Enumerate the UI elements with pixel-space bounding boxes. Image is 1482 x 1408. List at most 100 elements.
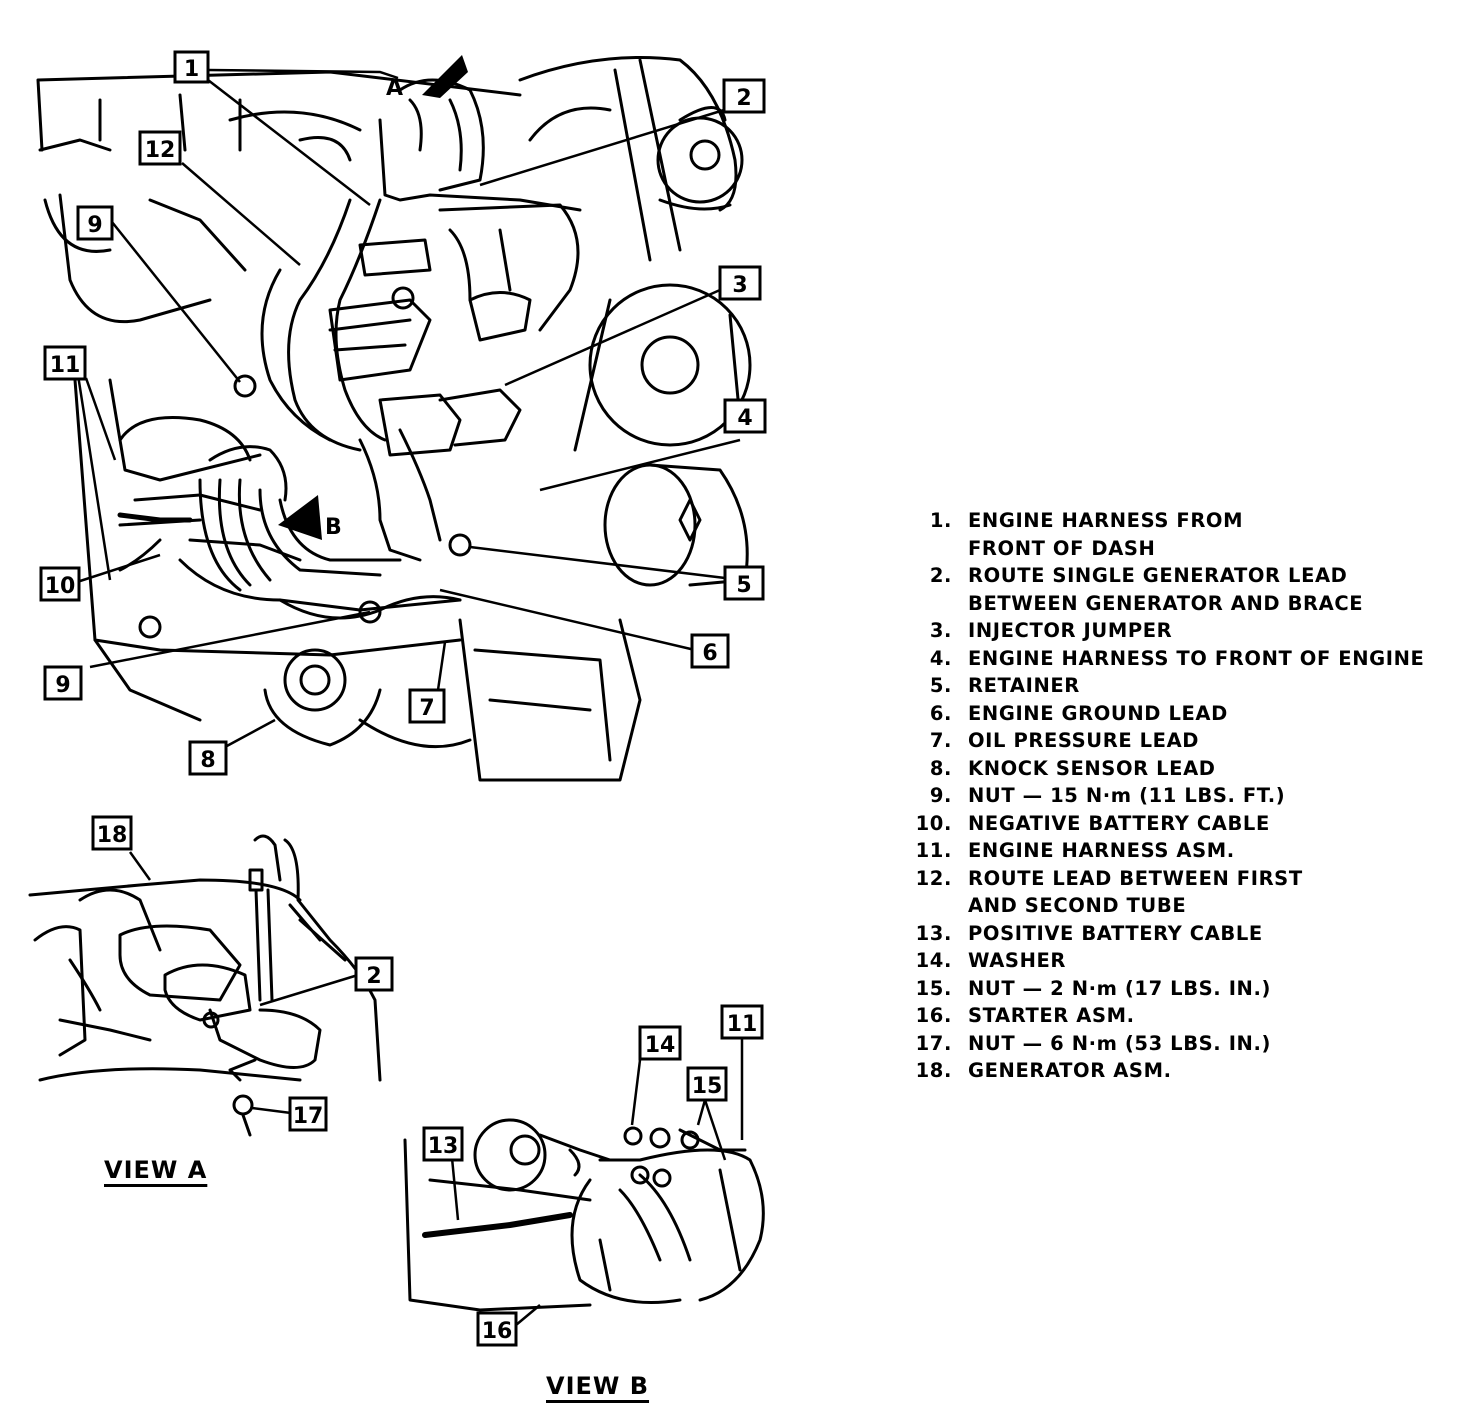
legend-description: WASHER [968, 949, 1067, 972]
legend-number: 3. [929, 619, 952, 642]
callout-label: 16 [482, 1319, 513, 1344]
callout-label: 12 [145, 138, 176, 163]
callout-label: 8 [200, 748, 215, 773]
callout-box-5: 5 [723, 565, 765, 601]
legend-number [900, 535, 968, 563]
legend-row: 4. ENGINE HARNESS TO FRONT OF ENGINE [900, 645, 1482, 673]
legend-row: 10. NEGATIVE BATTERY CABLE [900, 810, 1482, 838]
legend-description: RETAINER [968, 674, 1080, 697]
callout-box-11-view-b: 11 [720, 1004, 764, 1040]
callout-box-15: 15 [686, 1066, 728, 1102]
callout-box-10: 10 [39, 566, 81, 602]
main-callouts: 1 2 3 4 5 6 7 8 9 9 10 11 12 [39, 50, 767, 776]
legend-description: INJECTOR JUMPER [968, 619, 1173, 642]
legend-description: NEGATIVE BATTERY CABLE [968, 811, 1270, 835]
view-arrow-b: B [278, 495, 342, 540]
legend-description: BETWEEN GENERATOR AND BRACE [968, 591, 1364, 615]
callout-box-2: 2 [722, 78, 766, 114]
legend-row: 17. NUT — 6 N·m (53 LBS. IN.) [900, 1030, 1482, 1058]
legend-description: OIL PRESSURE LEAD [968, 729, 1200, 752]
callout-box-17: 17 [288, 1096, 328, 1132]
legend-description: ENGINE GROUND LEAD [968, 701, 1228, 725]
legend-description: ENGINE HARNESS FROM [968, 509, 1244, 532]
legend-row: 1.ENGINE HARNESS FROM [900, 507, 1482, 535]
legend-number: 18. [915, 1059, 952, 1082]
callout-label: 9 [87, 213, 102, 238]
callout-box-6: 6 [690, 633, 730, 669]
callout-box-4: 4 [723, 398, 767, 434]
callout-label: 15 [692, 1074, 723, 1099]
callout-box-12: 12 [138, 130, 182, 166]
legend-description: GENERATOR ASM. [968, 1059, 1172, 1082]
callout-box-14: 14 [638, 1025, 682, 1061]
main-leader-lines [76, 68, 741, 749]
callout-label: 13 [428, 1134, 459, 1159]
legend-number: 12. [915, 866, 952, 890]
legend-number: 4. [929, 646, 952, 670]
legend-description: ENGINE HARNESS TO FRONT OF ENGINE [968, 646, 1425, 670]
view-marker-a: A [386, 76, 403, 101]
legend-description: STARTER ASM. [968, 1004, 1135, 1027]
view-arrow-a: A [386, 55, 468, 101]
legend-row: 13.POSITIVE BATTERY CABLE [900, 920, 1482, 948]
legend-number [900, 590, 968, 618]
legend-number: 2. [929, 564, 952, 587]
legend-row: 11.ENGINE HARNESS ASM. [900, 837, 1482, 865]
view-b-label: VIEW B [546, 1372, 650, 1400]
legend-row: 7. OIL PRESSURE LEAD [900, 727, 1482, 755]
view-marker-b: B [325, 515, 342, 540]
legend-description: ROUTE SINGLE GENERATOR LEAD [968, 564, 1348, 587]
legend-row: BETWEEN GENERATOR AND BRACE [900, 590, 1482, 618]
callout-label: 4 [737, 406, 752, 431]
legend-row: 18. GENERATOR ASM. [900, 1057, 1482, 1085]
engine-illustration [36, 56, 752, 782]
legend-number: 10. [915, 811, 952, 835]
legend-description: FRONT OF DASH [968, 536, 1156, 560]
legend-row: 14. WASHER [900, 947, 1482, 975]
legend-row: 15. NUT — 2 N·m (17 LBS. IN.) [900, 975, 1482, 1003]
legend-number: 8. [929, 756, 952, 780]
legend-number: 17. [915, 1031, 952, 1055]
legend-description: AND SECOND TUBE [968, 894, 1187, 917]
view-b-callouts: 13 14 15 11 16 [422, 1004, 764, 1347]
view-b-leader-lines [450, 1038, 744, 1326]
legend-number: 7. [929, 729, 952, 752]
legend-description: NUT — 6 N·m (53 LBS. IN.) [968, 1031, 1271, 1055]
callout-box-13: 13 [422, 1126, 464, 1162]
callout-box-3: 3 [718, 265, 762, 301]
callout-label: 11 [727, 1012, 758, 1037]
legend-description: NUT — 2 N·m (17 LBS. IN.) [968, 976, 1271, 1000]
legend-number: 5. [929, 674, 952, 697]
legend-row: 16.STARTER ASM. [900, 1002, 1482, 1030]
callout-label: 6 [702, 641, 717, 666]
callout-box-16: 16 [476, 1311, 518, 1347]
legend-row: 8.KNOCK SENSOR LEAD [900, 755, 1482, 783]
legend-row: 3. INJECTOR JUMPER [900, 617, 1482, 645]
legend-row: AND SECOND TUBE [900, 892, 1482, 920]
legend-number: 13. [915, 921, 952, 945]
callout-box-1: 1 [173, 50, 210, 84]
legend-row: 2. ROUTE SINGLE GENERATOR LEAD [900, 562, 1482, 590]
legend-description: NUT — 15 N·m (11 LBS. FT.) [968, 784, 1286, 807]
legend-number: 11. [915, 839, 952, 862]
legend-number: 6. [929, 701, 952, 725]
legend-row: 9. NUT — 15 N·m (11 LBS. FT.) [900, 782, 1482, 810]
callout-label: 10 [45, 574, 76, 599]
callout-box-7: 7 [408, 688, 446, 724]
callout-label: 11 [50, 353, 81, 378]
legend-row: FRONT OF DASH [900, 535, 1482, 563]
legend-number: 14. [915, 949, 952, 972]
legend-number: 9. [929, 784, 952, 807]
legend-row: 6. ENGINE GROUND LEAD [900, 700, 1482, 728]
callout-label: 9 [55, 673, 70, 698]
callout-label: 2 [736, 86, 751, 111]
callout-box-11: 11 [43, 345, 87, 381]
callout-label: 2 [366, 964, 381, 989]
callout-label: 7 [419, 696, 434, 721]
view-b-illustration [403, 1118, 765, 1312]
callout-box-9-upper: 9 [76, 205, 114, 241]
view-a-label: VIEW A [104, 1156, 208, 1184]
callout-label: 18 [97, 823, 128, 848]
legend-number: 15. [915, 976, 952, 1000]
legend-description: ROUTE LEAD BETWEEN FIRST [968, 866, 1303, 890]
